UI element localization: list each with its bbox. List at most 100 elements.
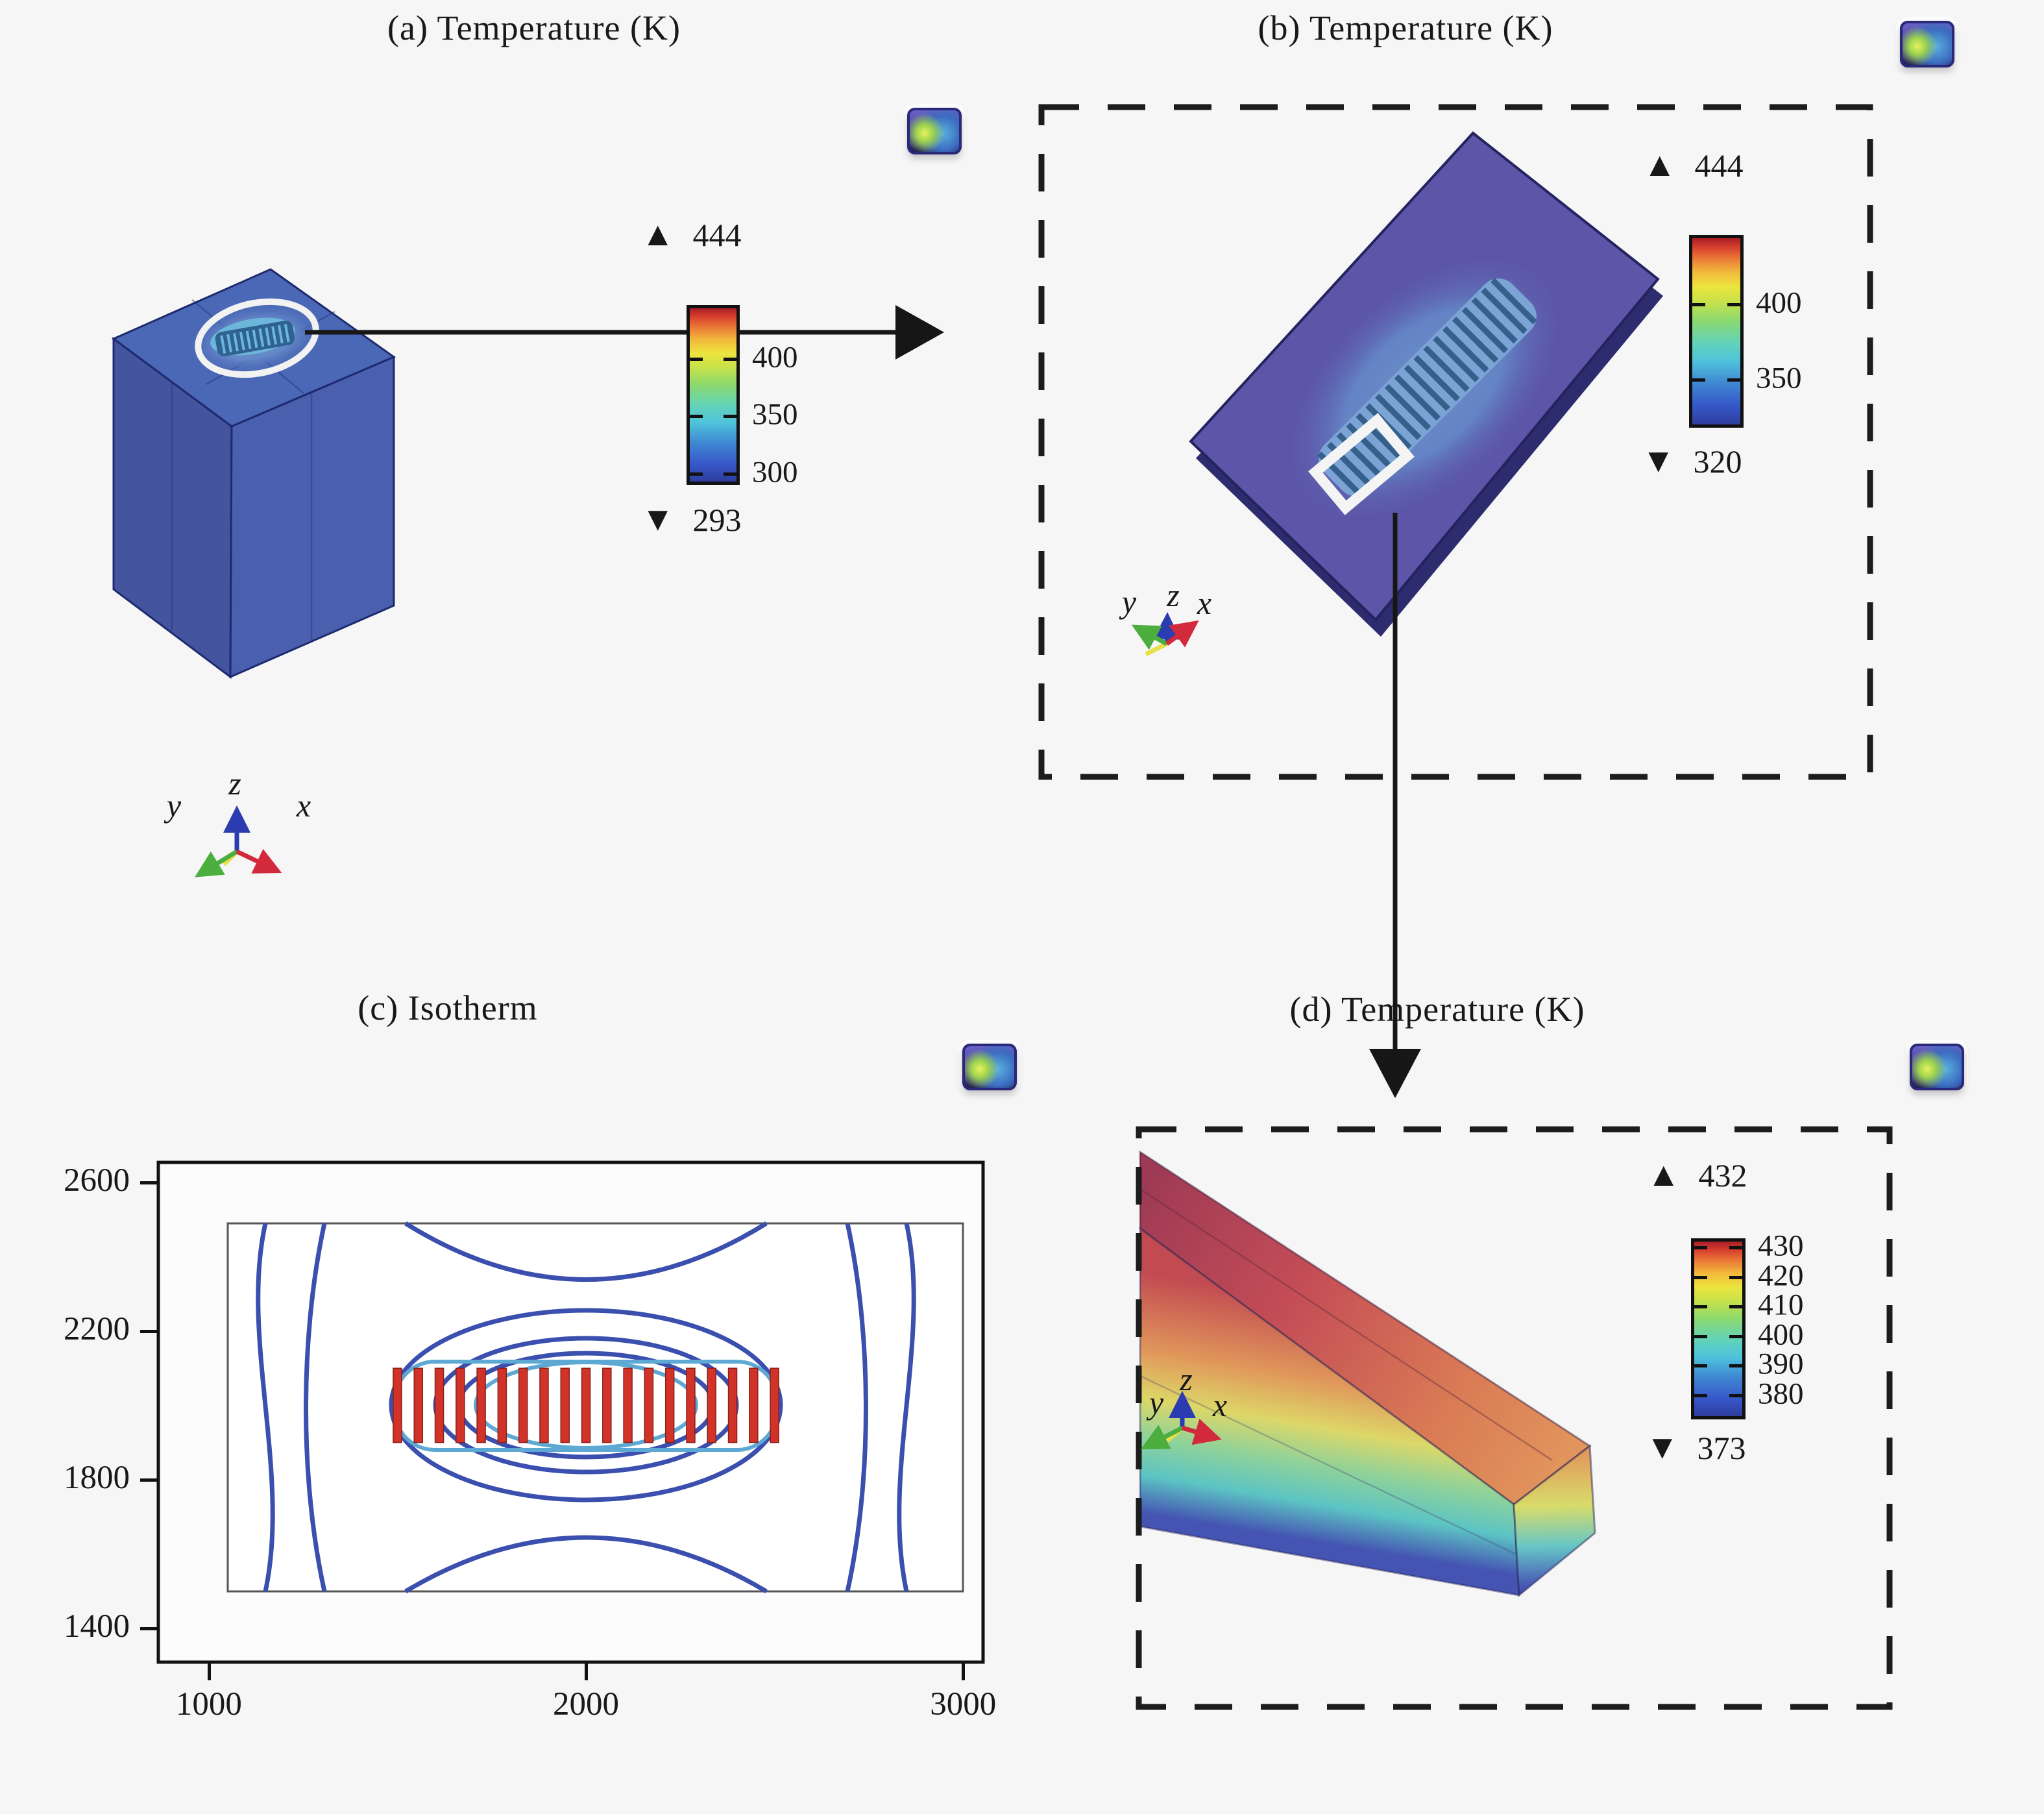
max-value: 444 [1694,147,1744,184]
colorbar-tick [1692,302,1705,306]
y-axis-tick [140,1478,158,1482]
panel-b-title: (b) Temperature (K) [1258,8,1553,47]
colorbar-tick-label: 400 [752,340,798,374]
colorbar-tick-label: 380 [1758,1377,1804,1411]
triad-b-z-label: z [1167,577,1180,613]
colorbar-tick-label: 300 [752,454,798,489]
colorbar-tick-label: 420 [1758,1258,1804,1293]
heater-stripe [581,1367,591,1443]
x-axis-tick-label: 3000 [930,1686,997,1722]
heater-stripe [707,1367,717,1443]
heater-stripe [456,1367,465,1443]
triad-a-y-label: y [166,787,182,824]
heater-stripe [393,1367,402,1443]
colorbar-tick [1729,1394,1742,1398]
colorbar-tick-label: 400 [1756,286,1802,320]
thumbnail-logo-icon [1900,21,1954,67]
triad-a-x-label: x [296,787,311,824]
colorbar-tick [1694,1275,1707,1279]
colorbar-tick [1729,1364,1742,1368]
heater-stripe [623,1367,633,1443]
colorbar-tick-label: 400 [1758,1318,1804,1352]
min-value: 320 [1693,443,1742,480]
colorbar-tick [724,472,736,476]
max-marker-icon: ▲ [1643,147,1677,184]
thumbnail-logo-icon [962,1044,1017,1090]
heater-stripe [413,1367,423,1443]
colorbar-tick [1727,302,1740,306]
heater-stripe [770,1367,779,1443]
colorbar-a-min: ▼ 293 [641,501,741,539]
triad-d-z-label: z [1180,1361,1193,1397]
panel-d-title: (d) Temperature (K) [1289,990,1585,1029]
y-axis-tick-label: 1800 [64,1459,130,1496]
waveguide-highlight-rect [1308,413,1415,515]
axes-box [156,1160,985,1664]
min-marker-icon: ▼ [1642,443,1675,480]
max-value: 444 [692,217,742,253]
heater-stripe [727,1367,738,1443]
arrow-b-to-d [1369,513,1421,1098]
triad-a-z-label: z [228,765,241,802]
heater-stripe [560,1367,570,1443]
heater-stripe [644,1367,654,1443]
triad-b-x-label: x [1197,585,1212,621]
max-marker-icon: ▲ [1647,1157,1681,1194]
arrow-a-to-b [305,305,944,360]
axis-triad-b [1131,612,1199,657]
panel-a-3d-block [112,268,396,679]
panel-c-title: (c) Isotherm [358,988,538,1027]
colorbar-b-max: ▲ 444 [1643,147,1743,184]
heater-stripe [602,1367,612,1443]
heater-stripe [518,1367,528,1443]
colorbar-tick [690,415,703,419]
x-axis-tick-label: 2000 [553,1686,620,1722]
colorbar-tick [690,472,703,476]
max-value: 432 [1698,1157,1747,1194]
colorbar-tick [1694,1305,1707,1309]
colorbar-tick [1727,378,1740,382]
y-axis-tick-label: 2600 [64,1162,130,1199]
colorbar-tick [724,415,736,419]
colorbar-tick [1729,1246,1742,1250]
colorbar-tick [1694,1394,1707,1398]
min-marker-icon: ▼ [1646,1429,1679,1466]
triad-d-y-label: y [1149,1384,1164,1421]
colorbar-tick [1694,1246,1707,1250]
heater-spot [186,302,324,376]
heater-stripe [497,1367,507,1443]
y-axis-tick-label: 2200 [64,1310,130,1347]
min-marker-icon: ▼ [641,501,675,538]
colorbar-tick [1729,1305,1742,1309]
x-axis-tick [962,1662,966,1680]
x-axis-tick-label: 1000 [175,1686,242,1722]
heater-stripe [539,1367,549,1443]
heater-stripe [686,1367,696,1443]
axis-triad-d [1140,1391,1222,1450]
colorbar-tick-label: 410 [1758,1288,1804,1322]
dashed-zoom-box-b [1038,104,1873,780]
y-axis-tick [140,1329,158,1333]
colorbar-b-min: ▼ 320 [1642,443,1742,480]
panel-b-frame [1038,104,1873,780]
colorbar-d-max: ▲ 432 [1647,1157,1747,1194]
colorbar-tick-label: 350 [1756,360,1802,395]
thumbnail-logo-icon [907,108,962,154]
colorbar-tick [1729,1275,1742,1279]
domain-rect [226,1222,964,1593]
triad-d-x-label: x [1212,1387,1228,1423]
min-value: 373 [1697,1430,1746,1466]
colorbar-b: 400 350 [1689,235,1802,428]
thumbnail-logo-icon [1910,1044,1964,1090]
y-axis-tick [140,1181,158,1184]
triad-b-y-label: y [1121,583,1137,620]
max-marker-icon: ▲ [641,216,675,253]
heater-stripe [434,1367,444,1443]
heater-stripe [476,1367,486,1443]
colorbar-d-min: ▼ 373 [1646,1429,1746,1467]
heater-stripe [749,1367,759,1443]
panel-d-frame [1136,1126,1893,1710]
colorbar-tick [724,357,736,361]
